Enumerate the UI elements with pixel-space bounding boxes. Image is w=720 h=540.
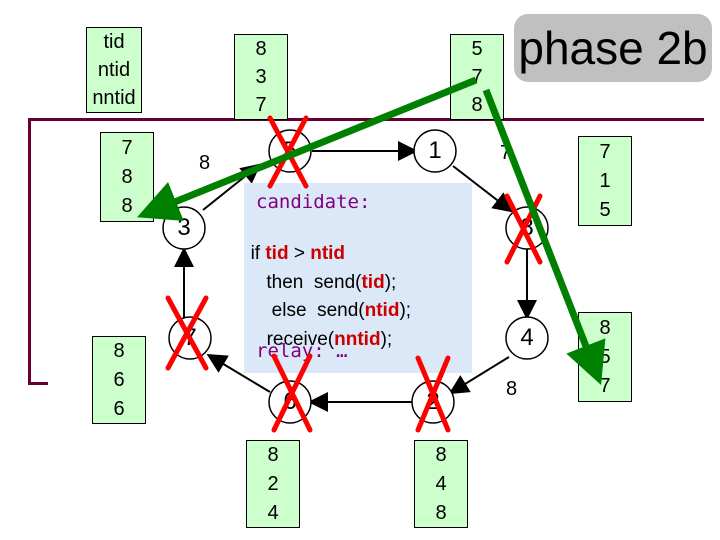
code-text: else send(: [250, 300, 365, 321]
code-line-else: else send(ntid);: [240, 282, 411, 320]
values-box-right-bottom: 8 5 7: [578, 312, 632, 402]
node-label-right-top: 8: [520, 214, 534, 241]
values-box-left-top: 7 8 8: [100, 132, 154, 222]
legend-ntid: ntid: [97, 59, 131, 81]
page-title: phase 2b: [518, 22, 708, 74]
value: 8: [121, 195, 133, 218]
value: 3: [255, 66, 267, 88]
plain-value-near-left-top: 8: [199, 152, 211, 174]
left-rail-cap: [28, 382, 48, 385]
value: 8: [471, 94, 483, 116]
code-line-then: then send(tid);: [240, 254, 396, 292]
value: 4: [435, 472, 447, 495]
values-box-bottom-right: 8 4 8: [414, 440, 468, 528]
value: 7: [599, 140, 611, 163]
value: 8: [435, 501, 447, 524]
value: 5: [599, 199, 611, 222]
value: 8: [435, 444, 447, 467]
code-var: ntid: [310, 243, 346, 264]
value: 8: [267, 444, 279, 467]
code-line-relay: relay: …: [256, 340, 348, 362]
code-text: >: [288, 243, 311, 264]
code-var: tid: [265, 243, 289, 264]
values-box-bottom-left: 8 2 4: [246, 440, 300, 528]
legend-box: tid ntid nntid: [86, 27, 142, 113]
code-var: ntid: [364, 300, 400, 321]
code-line-candidate: candidate:: [256, 191, 371, 213]
node-label-top-left: 5: [283, 137, 297, 164]
code-line-receive: receive(nntid);: [256, 311, 393, 350]
value: 8: [255, 38, 267, 60]
value: 5: [471, 38, 483, 60]
value: 4: [267, 501, 279, 524]
value: 8: [599, 316, 611, 339]
value: 2: [267, 472, 279, 495]
value: 5: [599, 345, 611, 368]
title-box: phase 2b: [514, 14, 712, 82]
value: 7: [255, 94, 267, 116]
value: 7: [471, 66, 483, 88]
node-label-bottom-right: 2: [426, 388, 440, 415]
value: 7: [599, 375, 611, 398]
value: 1: [599, 169, 611, 192]
code-text: then send(: [250, 272, 362, 293]
values-box-left-bottom: 8 6 6: [92, 336, 146, 424]
plain-value-near-right-bottom: 8: [506, 378, 518, 400]
value: 6: [113, 368, 125, 391]
values-box-top-left: 8 3 7: [234, 34, 288, 120]
node-label-left-top: 3: [177, 214, 191, 241]
code-text: if: [250, 243, 266, 264]
code-var: nntid: [334, 329, 381, 350]
left-rail: [28, 118, 31, 384]
value: 8: [121, 165, 133, 188]
values-box-right-top: 7 1 5: [578, 136, 632, 226]
legend-tid: tid: [103, 31, 125, 53]
code-text: receive(: [266, 329, 335, 350]
value: 7: [121, 136, 133, 159]
node-label-right-bottom: 4: [520, 324, 534, 351]
code-line-if: if tid > ntid: [240, 225, 345, 263]
code-text: );: [380, 329, 393, 350]
legend-nntid: nntid: [92, 87, 136, 109]
code-text: );: [384, 272, 397, 293]
code-var: tid: [361, 272, 385, 293]
code-text: );: [399, 300, 412, 321]
value: 8: [113, 340, 125, 363]
value: 6: [113, 397, 125, 420]
node-label-left-bottom: 7: [183, 324, 197, 351]
node-label-top-right: 1: [428, 137, 442, 164]
plain-value-near-top-right: 7: [500, 142, 512, 164]
edge-6-7: [206, 353, 271, 393]
values-box-top-right: 5 7 8: [450, 34, 504, 120]
node-label-bottom-left: 6: [283, 388, 297, 415]
